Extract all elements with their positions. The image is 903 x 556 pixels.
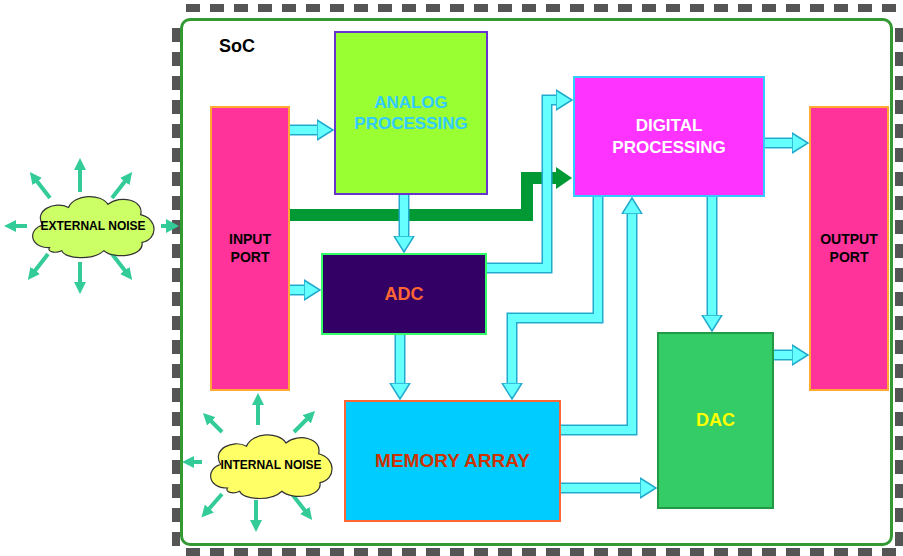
box-label: INTERNAL NOISE xyxy=(216,458,325,473)
output-port: OUTPUT PORT xyxy=(809,106,889,391)
data-flow-arrow xyxy=(561,213,632,430)
noise-cloud: EXTERNAL NOISE xyxy=(25,190,161,262)
process-box: ANALOG PROCESSING xyxy=(334,31,488,195)
input-port: INPUT PORT xyxy=(210,106,290,391)
chip-pins xyxy=(172,4,903,556)
box-label: INPUT PORT xyxy=(212,231,288,266)
converter-box: DAC xyxy=(657,332,774,509)
chip-title: SoC xyxy=(219,35,255,58)
box-label: MEMORY ARRAY xyxy=(371,449,534,473)
box-label: DAC xyxy=(692,409,739,432)
box-label: EXTERNAL NOISE xyxy=(36,219,149,234)
box-label: DIGITAL PROCESSING xyxy=(575,115,763,158)
data-flow-arrow xyxy=(765,143,793,144)
process-box: DIGITAL PROCESSING xyxy=(573,76,765,197)
data-flow-arrow xyxy=(290,130,318,131)
data-flow-arrow xyxy=(512,197,598,384)
data-flow-arrow xyxy=(712,197,713,316)
data-flow-arrow xyxy=(774,355,793,356)
memory-box: MEMORY ARRAY xyxy=(344,400,561,522)
chip-ground xyxy=(180,18,893,546)
box-label: ANALOG PROCESSING xyxy=(336,92,486,135)
converter-box: ADC xyxy=(321,253,487,335)
box-label: OUTPUT PORT xyxy=(811,231,887,266)
data-flow-arrow xyxy=(487,100,557,268)
chip-boundary: SoC INPUT PORT ANALOG PROCESSING ADC DIGITAL… xyxy=(180,18,893,546)
box-label: ADC xyxy=(381,283,428,306)
data-flow-arrow xyxy=(161,226,167,227)
data-flow-arrow xyxy=(404,195,405,237)
noise-cloud: INTERNAL NOISE xyxy=(203,428,339,503)
data-flow-arrow xyxy=(290,290,305,291)
data-flow-arrow xyxy=(400,335,401,384)
data-flow-arrow xyxy=(561,488,641,489)
